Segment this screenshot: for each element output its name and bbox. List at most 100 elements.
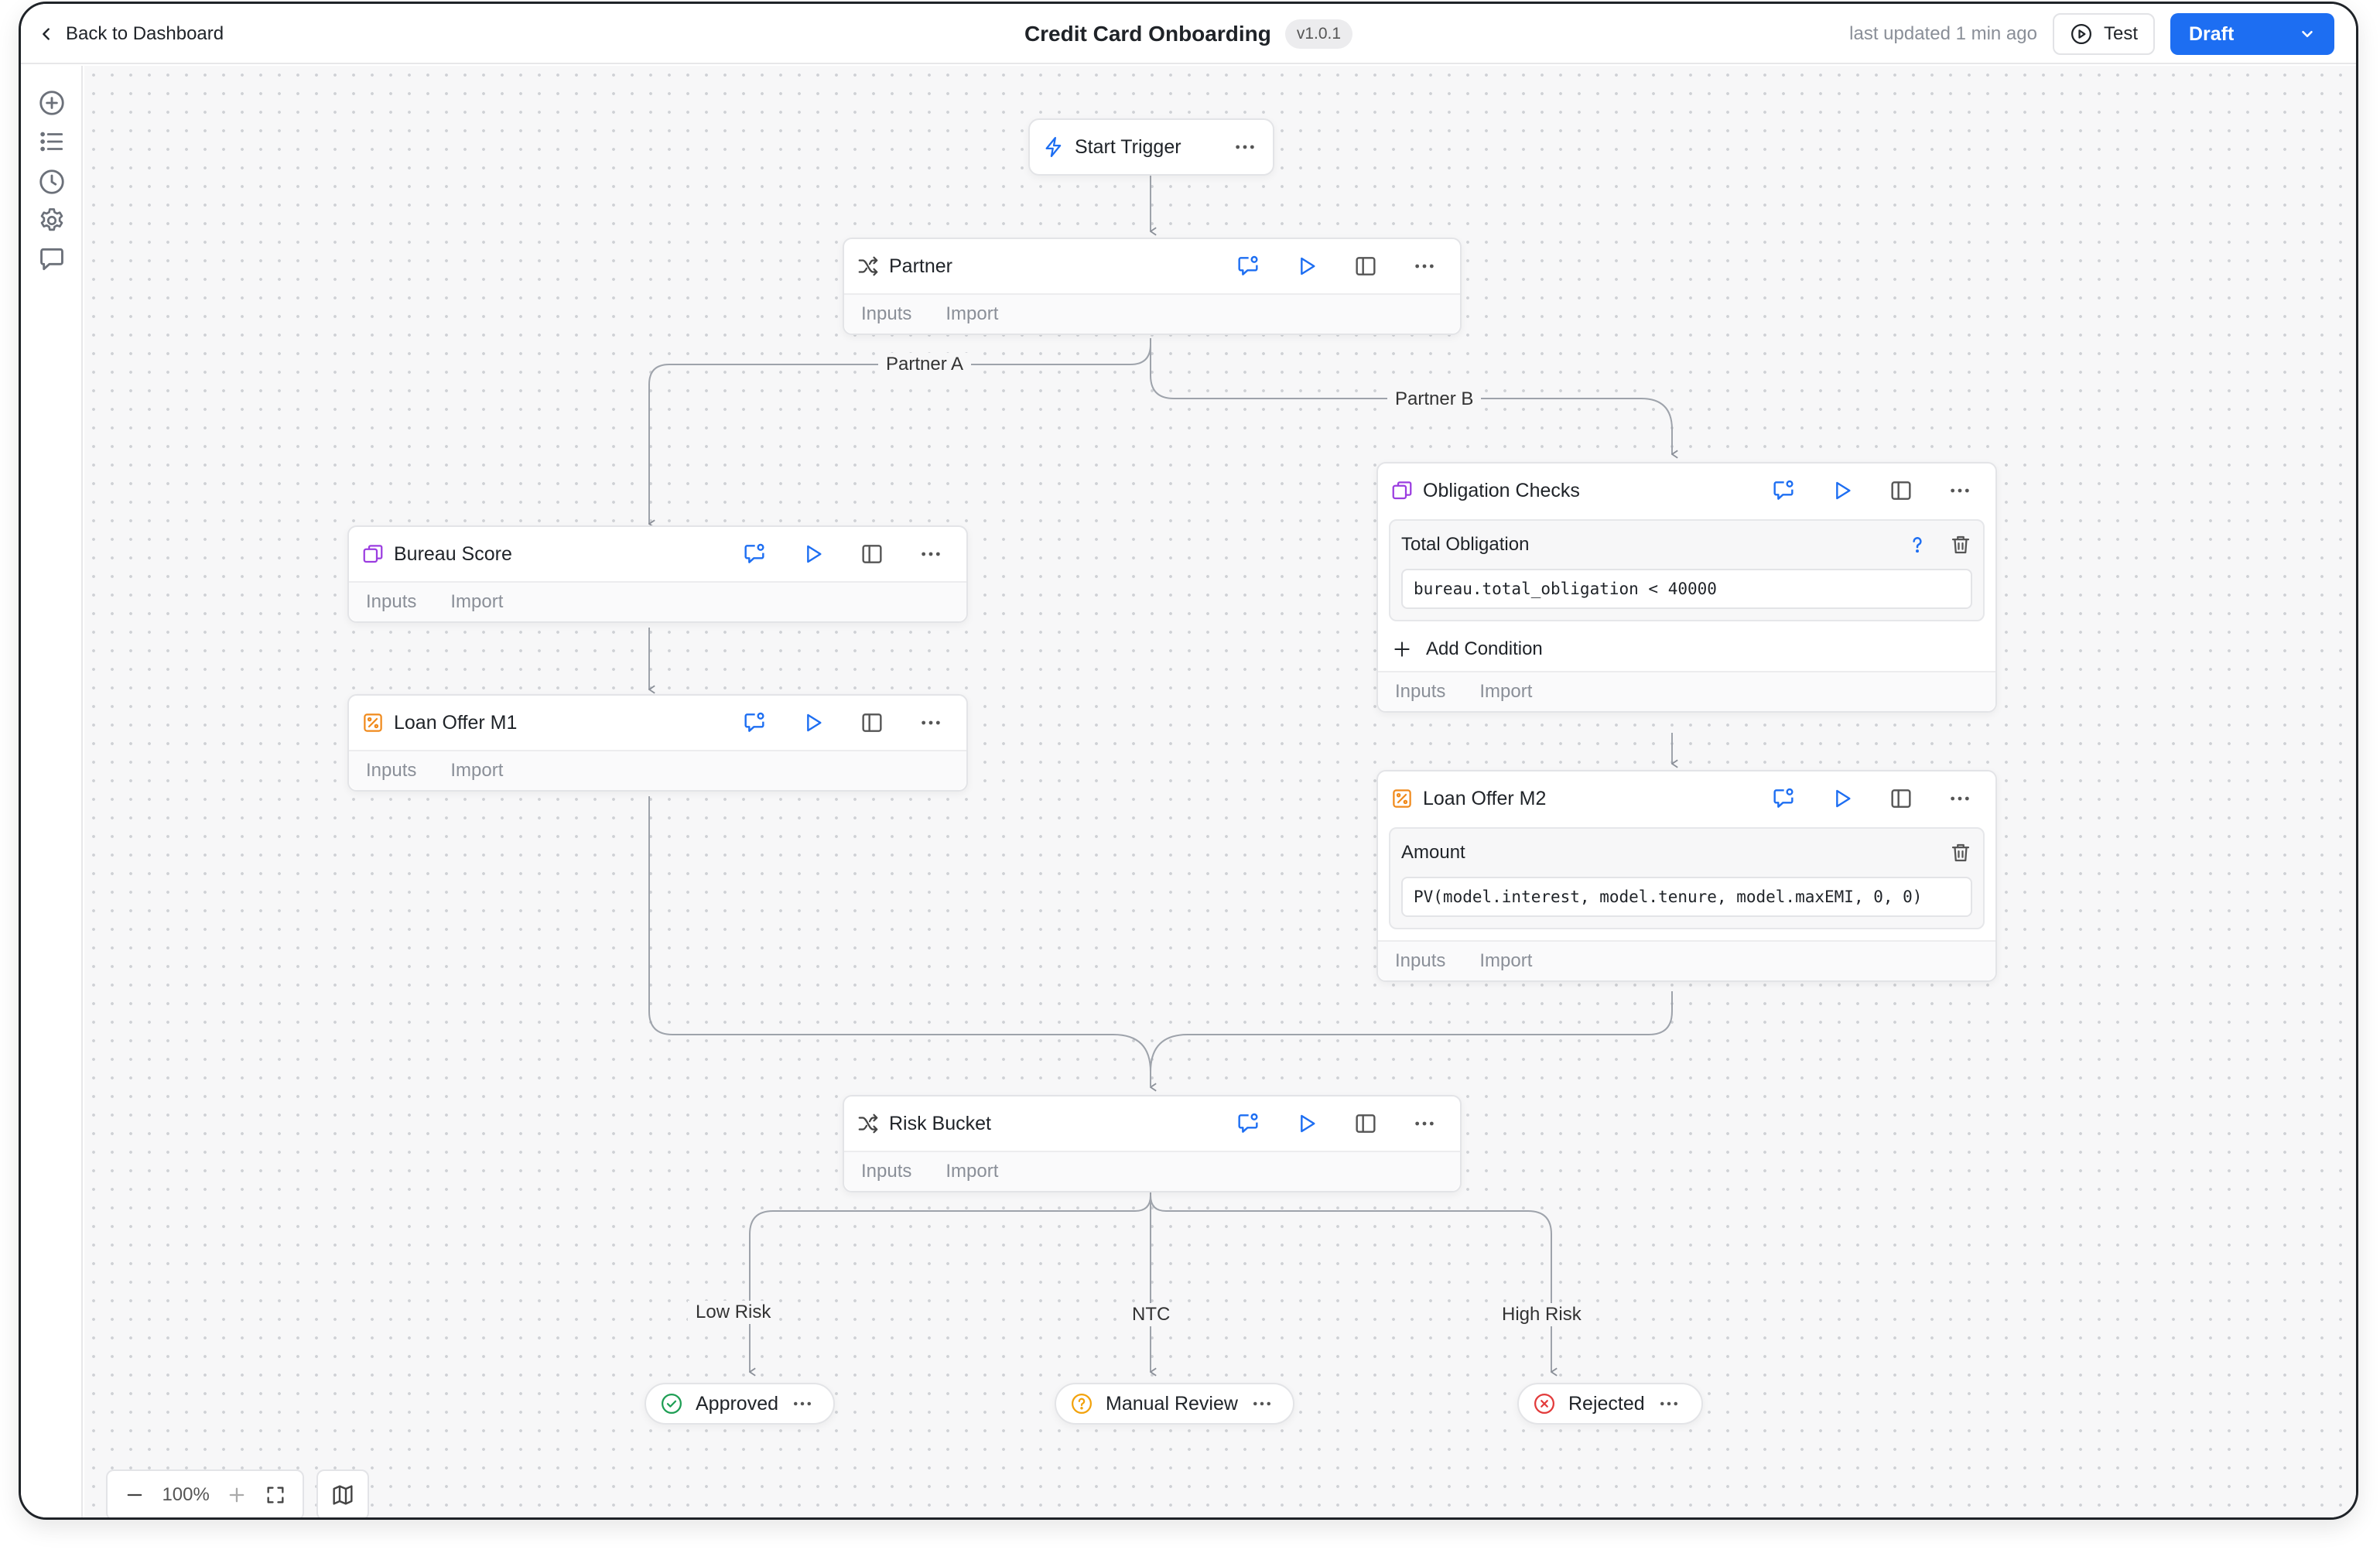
panel-icon	[1356, 1114, 1376, 1133]
question-circle-icon	[1072, 1394, 1092, 1414]
more-options-button[interactable]	[1250, 1392, 1274, 1415]
comment-button[interactable]	[1223, 249, 1273, 283]
node-title: Start Trigger	[1075, 135, 1181, 158]
import-tab[interactable]: Import	[1479, 681, 1533, 702]
trash-icon[interactable]	[1949, 533, 1972, 556]
manual-review-outcome-node[interactable]: Manual Review	[1055, 1383, 1294, 1425]
partner-node[interactable]: Partner Inputs Import	[843, 238, 1462, 335]
more-options-button[interactable]	[906, 706, 956, 740]
test-button[interactable]: Test	[2052, 13, 2155, 55]
edge-label-low-risk: Low Risk	[688, 1301, 779, 1324]
inputs-tab[interactable]: Inputs	[366, 591, 417, 612]
ellipsis-icon	[922, 552, 940, 556]
run-button[interactable]	[1817, 782, 1867, 816]
trash-icon[interactable]	[1949, 841, 1972, 864]
inputs-tab[interactable]: Inputs	[861, 1161, 912, 1182]
more-options-button[interactable]	[1400, 1107, 1449, 1141]
node-title: Bureau Score	[394, 542, 512, 565]
run-button[interactable]	[1817, 474, 1867, 508]
more-options-button[interactable]	[906, 537, 956, 571]
run-button[interactable]	[788, 537, 838, 571]
outcome-label: Rejected	[1568, 1392, 1645, 1415]
chevron-left-icon	[43, 28, 50, 40]
loan-offer-m2-node[interactable]: Loan Offer M2 Amount PV(model.interest, …	[1376, 770, 1997, 982]
clock-icon	[39, 169, 64, 194]
zoom-out-icon[interactable]	[124, 1484, 145, 1506]
history-button[interactable]	[36, 166, 67, 197]
start-trigger-node[interactable]: Start Trigger	[1028, 118, 1274, 176]
comment-button[interactable]	[1759, 474, 1808, 508]
app-window: Back to Dashboard Credit Card Onboarding…	[19, 2, 2358, 1520]
node-title: Obligation Checks	[1423, 479, 1580, 501]
add-condition-button[interactable]: Add Condition	[1378, 628, 1995, 671]
inputs-tab[interactable]: Inputs	[861, 303, 912, 324]
ellipsis-icon	[1951, 796, 1969, 801]
panel-icon	[1356, 257, 1376, 275]
chevron-down-icon	[2302, 30, 2313, 38]
more-options-button[interactable]	[1400, 249, 1449, 283]
run-button[interactable]	[1282, 249, 1332, 283]
approved-outcome-node[interactable]: Approved	[645, 1383, 835, 1425]
edge-low-risk	[750, 1189, 1151, 1372]
side-panel-button[interactable]	[847, 537, 897, 571]
last-updated-text: last updated 1 min ago	[1849, 23, 2037, 44]
more-options-button[interactable]	[1657, 1392, 1681, 1415]
more-options-button[interactable]	[791, 1392, 814, 1415]
side-panel-button[interactable]	[1341, 1107, 1390, 1141]
add-condition-label: Add Condition	[1426, 638, 1543, 659]
list-view-button[interactable]	[36, 126, 67, 157]
help-icon[interactable]	[1906, 533, 1929, 556]
percent-icon	[361, 711, 385, 734]
play-icon	[1301, 1114, 1315, 1133]
more-options-button[interactable]	[1935, 782, 1985, 816]
more-options-button[interactable]	[1935, 474, 1985, 508]
field-expression-input[interactable]: PV(model.interest, model.tenure, model.m…	[1401, 877, 1972, 917]
edge-label-partner-a: Partner A	[878, 353, 972, 376]
run-button[interactable]	[788, 706, 838, 740]
side-panel-button[interactable]	[1876, 782, 1926, 816]
bureau-score-node[interactable]: Bureau Score Inputs Import	[347, 525, 968, 623]
back-to-dashboard-link[interactable]: Back to Dashboard	[38, 4, 224, 64]
settings-button[interactable]	[36, 205, 67, 236]
import-tab[interactable]: Import	[946, 303, 999, 324]
map-icon	[333, 1485, 353, 1505]
inputs-tab[interactable]: Inputs	[1395, 681, 1446, 702]
top-bar: Back to Dashboard Credit Card Onboarding…	[21, 4, 2356, 64]
minimap-toggle-button[interactable]	[316, 1469, 369, 1517]
edge-label-high-risk: High Risk	[1494, 1303, 1589, 1326]
node-title: Partner	[889, 255, 952, 277]
ellipsis-icon	[794, 1401, 812, 1406]
draft-dropdown-button[interactable]: Draft	[2170, 13, 2334, 55]
side-panel-button[interactable]	[1341, 249, 1390, 283]
comment-button[interactable]	[1223, 1107, 1273, 1141]
comments-button[interactable]	[36, 244, 67, 275]
add-node-button[interactable]	[36, 87, 67, 118]
loan-offer-m1-node[interactable]: Loan Offer M1 Inputs Import	[347, 694, 968, 792]
run-button[interactable]	[1282, 1107, 1332, 1141]
ellipsis-icon	[1236, 145, 1254, 149]
gear-icon	[40, 208, 63, 231]
comment-button[interactable]	[730, 706, 779, 740]
zoom-in-icon[interactable]	[226, 1484, 248, 1506]
import-tab[interactable]: Import	[450, 760, 504, 781]
import-tab[interactable]: Import	[450, 591, 504, 612]
more-options-button[interactable]	[1228, 130, 1262, 164]
comment-button[interactable]	[730, 537, 779, 571]
inputs-tab[interactable]: Inputs	[366, 760, 417, 781]
risk-bucket-node[interactable]: Risk Bucket Inputs Import	[843, 1095, 1462, 1192]
side-panel-button[interactable]	[847, 706, 897, 740]
fit-view-icon[interactable]	[265, 1484, 286, 1506]
obligation-checks-node[interactable]: Obligation Checks Total Obligation burea…	[1376, 462, 1997, 713]
rejected-outcome-node[interactable]: Rejected	[1517, 1383, 1703, 1425]
comment-add-icon	[744, 543, 764, 563]
condition-expression-input[interactable]: bureau.total_obligation < 40000	[1401, 569, 1972, 609]
import-tab[interactable]: Import	[946, 1161, 999, 1182]
comment-button[interactable]	[1759, 782, 1808, 816]
workflow-canvas[interactable]: Partner A Partner B Low Risk NTC High Ri…	[84, 66, 2356, 1517]
shuffle-icon	[857, 255, 880, 278]
panel-icon	[1891, 789, 1911, 808]
side-panel-button[interactable]	[1876, 474, 1926, 508]
inputs-tab[interactable]: Inputs	[1395, 950, 1446, 971]
edge-label-partner-b: Partner B	[1387, 388, 1482, 411]
import-tab[interactable]: Import	[1479, 950, 1533, 971]
